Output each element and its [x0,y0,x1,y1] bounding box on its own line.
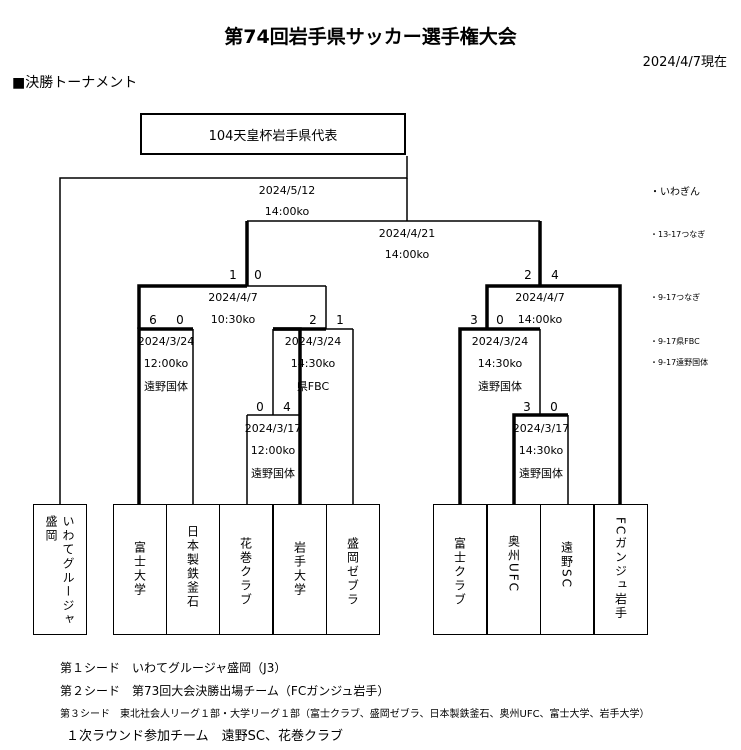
team-name: 花巻クラブ [238,537,253,607]
team-box: FCガンジュ岩手 [594,504,648,635]
r0a-venue: 遠野国体 [251,467,295,480]
r1a-score-2: 0 [176,313,184,327]
note-iwagin: ・いわぎん [650,187,700,198]
team-box: 遠野SC [540,504,594,635]
r0b-venue: 遠野国体 [519,467,563,480]
r1b-date: 2024/3/24 [284,335,342,348]
seed-3: 第３シード 東北社会人リーグ１部・大学リーグ１部（富士クラブ、盛岡ゼブラ、日本製… [60,709,650,720]
team-name: 遠野SC [559,541,574,589]
final-time: 14:00ko [264,205,310,218]
r1a-score-1: 6 [149,313,157,327]
team-name: 富士クラブ [452,537,467,607]
qf-right-time: 14:00ko [517,313,563,326]
r1b-score-2: 1 [336,313,344,327]
semi-score-left-1: 1 [229,268,237,282]
team-box: 盛岡ゼブラ [326,504,380,635]
team-box: 日本製鉄釜石 [166,504,220,635]
r1a-venue: 遠野国体 [144,380,188,393]
r0b-time: 14:30ko [518,444,564,457]
team-name: 奥州UFC [506,535,521,594]
note-13-17: ・13-17つなぎ [650,230,706,239]
note-9-17-fbc: ・9-17県FBC [650,337,700,346]
r0a-time: 12:00ko [250,444,296,457]
r0b-score-2: 0 [550,400,558,414]
r0a-score-1: 0 [256,400,264,414]
team-box: 奥州UFC [487,504,541,635]
seed-1: 第１シード いわてグルージャ盛岡（J3） [60,661,287,675]
r1b-score-1: 2 [309,313,317,327]
team-box: 富士大学 [113,504,167,635]
r1c-score-1: 3 [470,313,478,327]
r0a-date: 2024/3/17 [244,422,302,435]
note-9-17-tono: ・9-17遠野国体 [650,358,709,367]
r1b-time: 14:30ko [290,357,336,370]
semi-score-right-1: 2 [524,268,532,282]
r0b-score-1: 3 [523,400,531,414]
seed-2: 第２シード 第73回大会決勝出場チーム（FCガンジュ岩手） [60,684,390,698]
semi-time: 14:00ko [384,248,430,261]
r1a-date: 2024/3/24 [137,335,195,348]
team-box: 富士クラブ [433,504,487,635]
r1c-time: 14:30ko [477,357,523,370]
final-date: 2024/5/12 [258,184,316,197]
team-name: いわてグルージャ盛岡 [44,515,75,627]
r0a-score-2: 4 [283,400,291,414]
team-box: 岩手大学 [273,504,327,635]
representative-label: 104天皇杯岩手県代表 [208,128,338,144]
semi-date: 2024/4/21 [378,227,436,240]
team-name: FCガンジュ岩手 [613,517,628,621]
team-name: 富士大学 [132,541,147,597]
r1b-venue: 県FBC [296,380,330,393]
team-box: 花巻クラブ [219,504,273,635]
qf-left-time: 10:30ko [210,313,256,326]
note-9-17: ・9-17つなぎ [650,293,701,302]
r1c-date: 2024/3/24 [471,335,529,348]
r1c-score-2: 0 [496,313,504,327]
page-title: 第74回岩手県サッカー選手権大会 [224,26,517,48]
team-name: 日本製鉄釜石 [185,525,200,609]
team-box: いわてグルージャ盛岡 [33,504,87,635]
team-name: 盛岡ゼブラ [345,537,360,607]
qf-right-date: 2024/4/7 [515,291,565,304]
semi-score-right-2: 4 [551,268,559,282]
r1c-venue: 遠野国体 [478,380,522,393]
r0b-date: 2024/3/17 [512,422,570,435]
r1a-time: 12:00ko [143,357,189,370]
qf-left-date: 2024/4/7 [208,291,258,304]
round1-teams: １次ラウンド参加チーム 遠野SC、花巻クラブ [66,729,343,744]
section-heading: ■決勝トーナメント [12,75,138,91]
representative-box: 104天皇杯岩手県代表 [140,113,406,155]
as-of-date: 2024/4/7現在 [642,55,727,70]
semi-score-left-2: 0 [254,268,262,282]
team-name: 岩手大学 [292,541,307,597]
